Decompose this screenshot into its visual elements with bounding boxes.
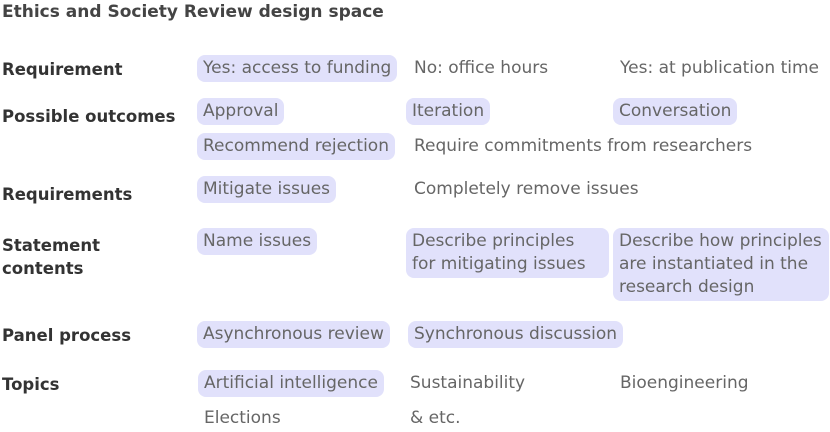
option-recommend-rejection: Recommend rejection xyxy=(197,133,395,160)
row-label-possible-outcomes: Possible outcomes xyxy=(2,107,176,126)
option-etc: & etc. xyxy=(410,408,461,428)
option-mitigate-issues: Mitigate issues xyxy=(197,176,337,203)
option-asynchronous-review: Asynchronous review xyxy=(197,321,390,348)
row-label-panel-process: Panel process xyxy=(2,326,132,345)
option-approval: Approval xyxy=(197,98,285,125)
option-completely-remove-issues: Completely remove issues xyxy=(414,179,639,199)
option-iteration: Iteration xyxy=(406,98,491,125)
option-require-commitments: Require commitments from researchers xyxy=(414,136,753,156)
row-label-requirements: Requirements xyxy=(2,185,133,204)
option-name-issues: Name issues xyxy=(197,228,318,255)
row-label-requirement: Requirement xyxy=(2,60,123,79)
option-artificial-intelligence: Artificial intelligence xyxy=(198,370,384,397)
option-describe-instantiation: Describe how principles are instantiated… xyxy=(613,228,829,301)
option-bioengineering: Bioengineering xyxy=(620,373,749,393)
option-office-hours: No: office hours xyxy=(414,58,549,78)
option-access-to-funding: Yes: access to funding xyxy=(197,55,398,82)
diagram-title: Ethics and Society Review design space xyxy=(2,2,384,22)
option-sustainability: Sustainability xyxy=(410,373,526,393)
option-conversation: Conversation xyxy=(613,98,738,125)
row-label-topics: Topics xyxy=(2,375,60,394)
option-at-publication-time: Yes: at publication time xyxy=(620,58,820,78)
option-describe-principles: Describe principles for mitigating issue… xyxy=(406,228,609,278)
option-synchronous-discussion: Synchronous discussion xyxy=(408,321,624,348)
row-label-statement-contents: Statement contents xyxy=(2,236,101,278)
option-elections: Elections xyxy=(204,408,281,428)
